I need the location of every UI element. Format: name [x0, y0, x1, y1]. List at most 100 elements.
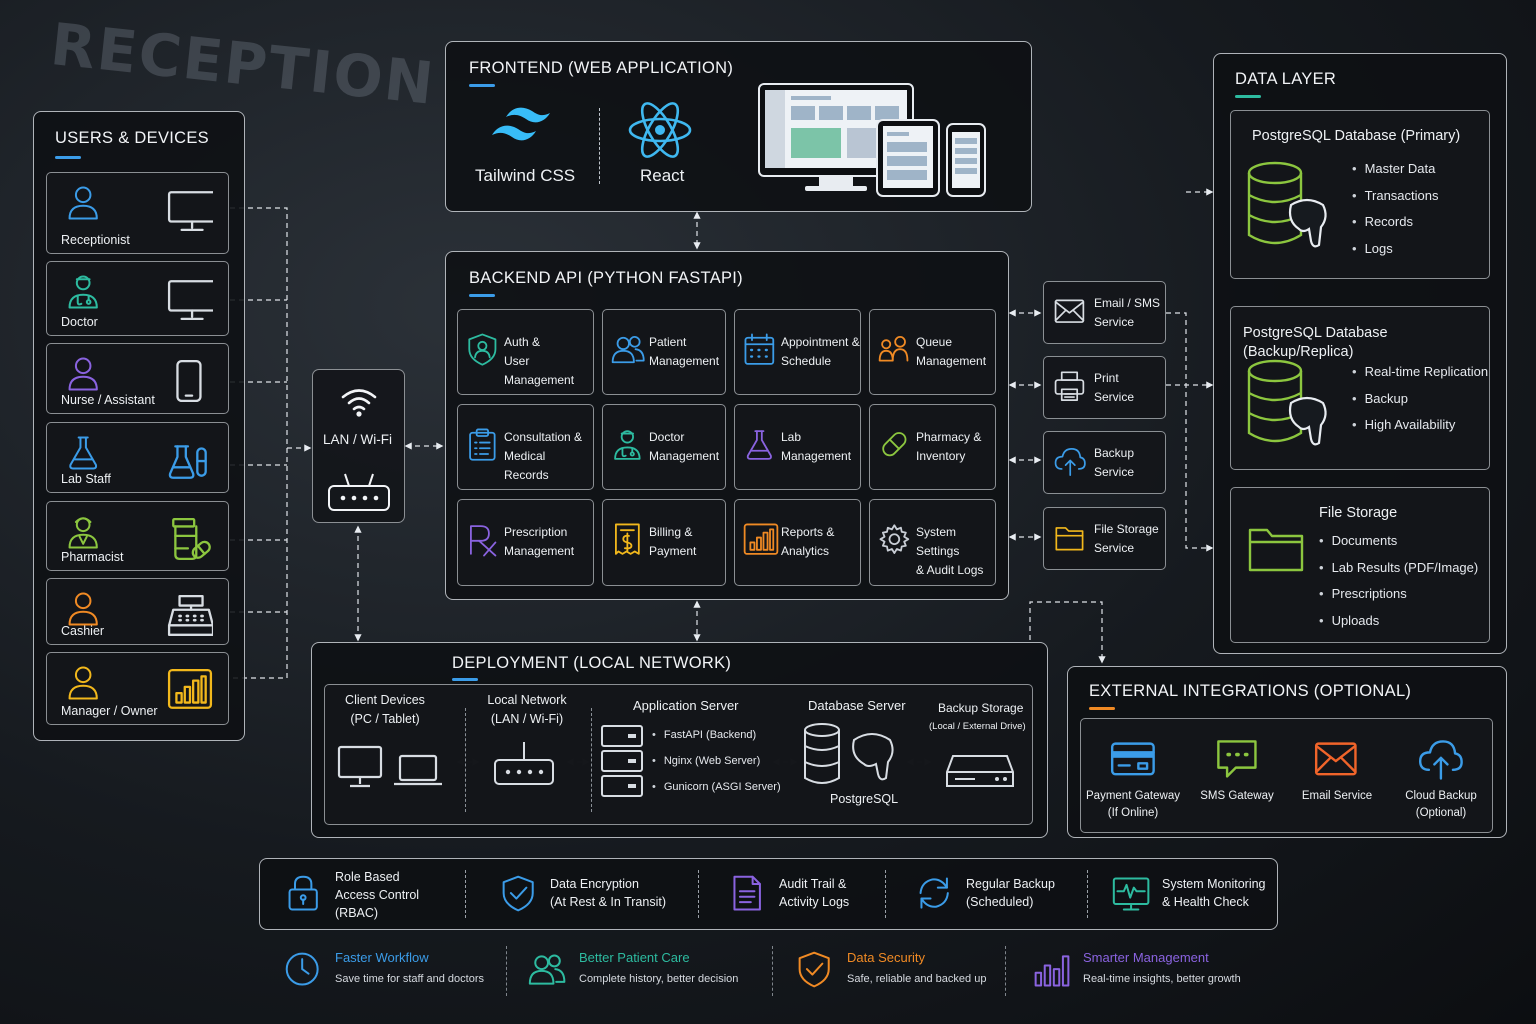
monitor-icon — [167, 276, 217, 327]
module-line2: Payment — [649, 544, 697, 558]
user-label: Cashier — [61, 624, 105, 638]
router-icon — [328, 473, 390, 511]
db-server-caption: PostgreSQL — [830, 792, 899, 806]
security-line2: (Scheduled) — [966, 895, 1034, 909]
benefit-title: Data Security — [847, 950, 926, 965]
list-item: Prescriptions — [1319, 581, 1478, 608]
backup-storage-title: Backup Storage — [938, 701, 1024, 715]
module-line1: Patient — [649, 335, 687, 349]
postgres-replica-card[interactable]: PostgreSQL Database (Backup/Replica) Rea… — [1230, 306, 1490, 470]
service-line2: Service — [1094, 465, 1135, 479]
module-pharmacy-inventory[interactable]: Pharmacy &Inventory — [869, 404, 996, 490]
wifi-icon — [341, 389, 377, 417]
module-label: Consultation &Medical Records — [504, 428, 593, 485]
module-line1: Consultation & — [504, 430, 583, 444]
list-item: Records — [1352, 209, 1439, 236]
security-line1: Regular Backup — [966, 877, 1055, 891]
user-card-pharmacist[interactable]: Pharmacist — [46, 501, 229, 571]
doctor-icon — [611, 427, 647, 468]
user-label: Receptionist — [61, 233, 130, 247]
postgres-primary-card[interactable]: PostgreSQL Database (Primary) Master Dat… — [1230, 110, 1490, 279]
integration-email-service[interactable]: Email Service — [1292, 732, 1382, 828]
backend-title: BACKEND API (PYTHON FASTAPI) — [469, 269, 743, 287]
integration-cloud-backup[interactable]: Cloud Backup(Optional) — [1396, 732, 1486, 828]
tailwind-logo-icon — [492, 107, 550, 141]
module-system-settings-audit-logs[interactable]: System Settings& Audit Logs — [869, 499, 996, 586]
rx-icon — [466, 522, 502, 563]
person-icon — [65, 589, 105, 634]
security-label: Audit Trail &Activity Logs — [779, 875, 849, 911]
user-card-cashier[interactable]: Cashier — [46, 578, 229, 645]
user-card-receptionist[interactable]: Receptionist — [46, 172, 229, 254]
module-line2: Management — [649, 354, 720, 368]
lan-wifi-box[interactable]: LAN / Wi-Fi — [312, 369, 405, 523]
list-item: Gunicorn (ASGI Server) — [652, 774, 781, 800]
benefit-desc: Complete history, better decision — [579, 973, 739, 985]
service-line1: Print — [1094, 371, 1119, 385]
module-line2: User Management — [504, 354, 575, 387]
flask-icon — [65, 433, 105, 478]
file-storage-card[interactable]: File Storage Documents Lab Results (PDF/… — [1230, 487, 1490, 643]
user-card-doctor[interactable]: Doctor — [46, 261, 229, 336]
module-auth-user-management[interactable]: Auth &User Management — [457, 309, 594, 395]
module-line2: Management — [781, 449, 852, 463]
list-item: Lab Results (PDF/Image) — [1319, 555, 1479, 582]
service-line2: Service — [1094, 541, 1135, 555]
module-label: Appointment &Schedule — [781, 333, 860, 371]
module-line2: Management — [649, 449, 720, 463]
cloud-upload-icon — [1418, 736, 1466, 789]
shield-check-icon — [796, 950, 836, 995]
service-line1: File Storage — [1094, 522, 1159, 536]
user-card-nurse-assistant[interactable]: Nurse / Assistant — [46, 343, 229, 414]
user-card-manager-owner[interactable]: Manager / Owner — [46, 652, 229, 725]
user-card-lab-staff[interactable]: Lab Staff — [46, 422, 229, 493]
person-icon — [65, 183, 105, 228]
flask-icon — [743, 427, 779, 468]
module-label: Auth &User Management — [504, 333, 593, 390]
monitor-pulse-icon — [1112, 874, 1152, 919]
module-line1: Doctor — [649, 430, 685, 444]
security-data-encryption: Data Encryption(At Rest & In Transit) — [500, 866, 670, 926]
client-line1: Client Devices — [345, 693, 425, 707]
module-line1: Billing & — [649, 525, 693, 539]
person-icon — [65, 354, 105, 399]
module-billing-payment[interactable]: Billing & Payment — [602, 499, 726, 586]
security-label: Data Encryption(At Rest & In Transit) — [550, 875, 666, 911]
file-storage-title: File Storage — [1319, 505, 1398, 521]
integration-line1: Email Service — [1301, 790, 1373, 802]
list-item: Backup — [1352, 386, 1488, 413]
integration-line1: Cloud Backup — [1405, 790, 1477, 802]
integration-payment-gateway[interactable]: Payment Gateway(If Online) — [1086, 732, 1180, 828]
benefit-title: Better Patient Care — [579, 950, 690, 965]
deploy-sep — [465, 708, 466, 812]
module-appointment-schedule[interactable]: Appointment &Schedule — [734, 309, 861, 395]
integration-sms-gateway[interactable]: SMS Gateway — [1192, 732, 1282, 828]
backup-storage-subtitle: (Local / External Drive) — [929, 721, 1026, 732]
list-item: Real-time Replication — [1352, 359, 1489, 386]
module-reports-analytics[interactable]: Reports &Analytics — [734, 499, 861, 586]
devices-mockup-icon — [758, 83, 986, 197]
external-drive-icon — [946, 755, 1014, 787]
service-line2: Service — [1094, 315, 1135, 329]
integrations-inner-box — [1080, 718, 1493, 833]
pill-bottle-icon — [167, 516, 213, 567]
security-line1: Audit Trail & — [779, 877, 847, 891]
module-consultation-medical-records[interactable]: Consultation &Medical Records — [457, 404, 594, 490]
